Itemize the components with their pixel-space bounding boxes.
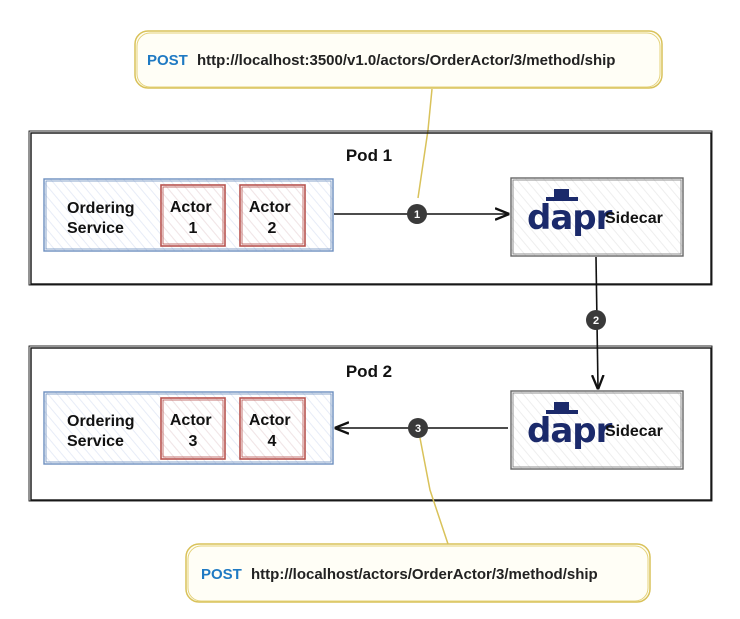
- pod-1-sidecar-label: Sidecar: [605, 210, 663, 227]
- callout-bottom: POST http://localhost/actors/OrderActor/…: [185, 543, 651, 603]
- callout-top-url: http://localhost:3500/v1.0/actors/OrderA…: [197, 52, 615, 69]
- svg-text:dapr: dapr: [527, 411, 613, 451]
- pod-1: Pod 1: [28, 130, 713, 286]
- pod-2-sidecar-label: Sidecar: [605, 423, 663, 440]
- pod-2-service-label: Ordering Service: [67, 413, 139, 450]
- svg-text:1: 1: [414, 209, 420, 221]
- pod-2-actor-4-label: Actor 4: [249, 412, 295, 450]
- pod-2-actor-4: Actor 4: [239, 397, 306, 460]
- pod-2-sidecar: dapr Sidecar: [510, 390, 684, 470]
- pod-1-title: Pod 1: [346, 146, 392, 165]
- pod-1-actor-2: Actor 2: [239, 184, 306, 247]
- pod-2-title: Pod 2: [346, 362, 392, 381]
- callout-top-verb: POST: [147, 52, 188, 69]
- step-badge-2: 2: [586, 310, 606, 330]
- pod-1-sidecar: dapr Sidecar: [510, 177, 684, 257]
- callout-top-pointer: [417, 88, 433, 199]
- step-badge-3: 3: [408, 418, 428, 438]
- pod-2: Pod 2: [28, 345, 713, 502]
- step-badge-1: 1: [407, 204, 427, 224]
- svg-text:3: 3: [415, 423, 421, 435]
- svg-text:dapr: dapr: [527, 198, 613, 238]
- callout-bottom-url: http://localhost/actors/OrderActor/3/met…: [251, 566, 598, 583]
- svg-text:POST http://localhost/ac: POST http://localhost/actors/OrderActor/…: [201, 566, 598, 583]
- callout-top: POST http://localhost:3500/v1.0/actors/O…: [134, 30, 663, 89]
- dapr-logo-icon: dapr: [527, 402, 614, 451]
- svg-text:2: 2: [593, 315, 599, 327]
- callout-bottom-pointer: [419, 437, 449, 545]
- pod-1-actor-1: Actor 1: [160, 184, 226, 247]
- pod-1-actor-2-label: Actor 2: [249, 199, 295, 237]
- pod-1-service-label: Ordering Service: [67, 200, 139, 237]
- svg-text:POST http://localhost:35: POST http://localhost:3500/v1.0/actors/O…: [147, 52, 615, 69]
- callout-bottom-verb: POST: [201, 566, 242, 583]
- pod-2-actor-3: Actor 3: [160, 397, 226, 460]
- pod-2-actor-3-label: Actor 3: [170, 412, 216, 450]
- dapr-logo-icon: dapr: [527, 189, 614, 238]
- pod-1-actor-1-label: Actor 1: [170, 199, 216, 237]
